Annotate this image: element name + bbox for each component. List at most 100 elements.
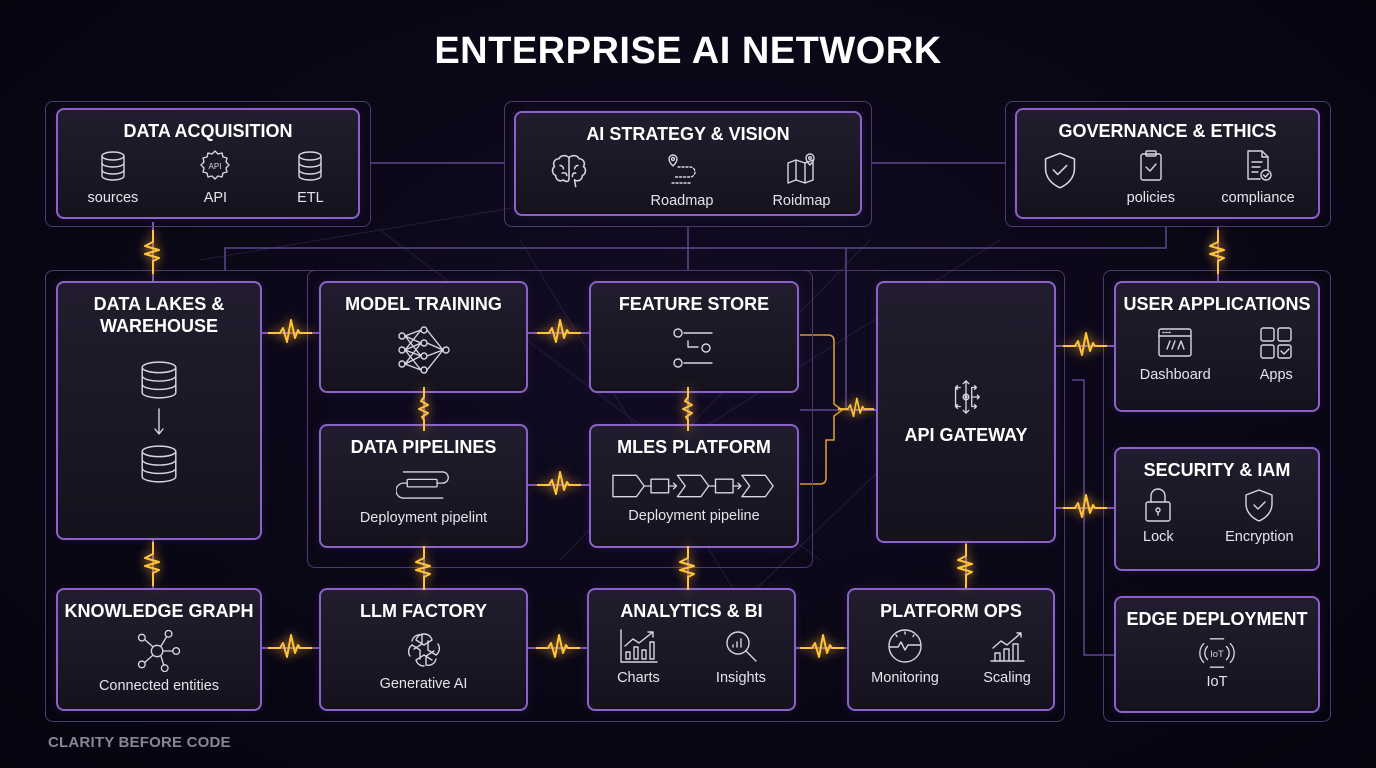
node-subtitle: Deployment pipelint: [359, 510, 488, 526]
item-policies[interactable]: policies: [1127, 148, 1175, 206]
node-edge-deployment[interactable]: EDGE DEPLOYMENT IoT IoT: [1114, 596, 1320, 713]
node-title: FEATURE STORE: [618, 294, 770, 314]
item-api[interactable]: API API: [197, 148, 233, 206]
node-governance[interactable]: GOVERNANCE & ETHICS policies compliance: [1015, 108, 1320, 219]
node-title: SECURITY & IAM: [1143, 460, 1291, 480]
group-ai-strategy: [504, 101, 872, 227]
item-shield[interactable]: [1040, 148, 1080, 206]
node-model-training[interactable]: MODEL TRAINING: [319, 281, 528, 393]
database-icon: [298, 151, 323, 181]
node-data-pipelines[interactable]: DATA PIPELINES Deployment pipelint: [319, 424, 528, 548]
feature-toggles-icon: [673, 328, 713, 368]
item-label: Apps: [1259, 367, 1293, 383]
node-title: DATA PIPELINES: [350, 437, 497, 457]
node-title: EDGE DEPLOYMENT: [1126, 609, 1308, 629]
node-title: ANALYTICS & BI: [620, 601, 763, 621]
node-subtitle: Connected entities: [98, 678, 220, 694]
wire-right-bus: [1072, 379, 1114, 656]
node-subtitle: Generative AI: [379, 676, 468, 692]
database-icon: [141, 445, 177, 483]
iot-signal-icon: IoT: [1199, 638, 1235, 668]
apps-grid-icon: [1260, 327, 1292, 359]
lock-icon: [1145, 488, 1172, 522]
group-ml-core: [307, 270, 813, 568]
item-label: Roidmap: [772, 193, 831, 209]
node-llm-factory[interactable]: LLM FACTORY Generative AI: [319, 588, 528, 711]
item-roidmap[interactable]: Roidmap: [772, 151, 830, 209]
ai-knot-icon: [407, 633, 440, 667]
item-dashboard[interactable]: Dashboard: [1140, 325, 1211, 383]
node-platform-ops[interactable]: PLATFORM OPS Monitoring Scaling: [847, 588, 1055, 711]
node-title-line2: WAREHOUSE: [99, 316, 218, 336]
pulse-kg-llm: [268, 633, 312, 663]
item-label: Scaling: [983, 670, 1031, 686]
node-title: LLM FACTORY: [360, 601, 487, 621]
group-governance: [1005, 101, 1331, 227]
bar-chart-trend-icon: [620, 629, 659, 663]
item-label: Lock: [1143, 529, 1174, 545]
node-knowledge-graph[interactable]: KNOWLEDGE GRAPH Connected entities: [56, 588, 262, 711]
item-label: Monitoring: [871, 670, 939, 686]
gateway-routing-icon: [954, 380, 980, 414]
item-label: Dashboard: [1139, 367, 1211, 383]
pulse-training-pipelines: [409, 387, 439, 431]
item-label: Insights: [715, 670, 766, 686]
item-monitoring[interactable]: Monitoring: [871, 628, 939, 686]
node-api-gateway[interactable]: API GATEWAY: [876, 281, 1056, 543]
diagram-title: ENTERPRISE AI NETWORK: [434, 30, 942, 72]
shield-check-icon: [1044, 152, 1076, 189]
node-analytics-bi[interactable]: ANALYTICS & BI Charts Insights: [587, 588, 796, 711]
pulse-analytics-ops: [800, 633, 844, 663]
item-label: Encryption: [1225, 529, 1294, 545]
pulse-training-feature: [537, 318, 581, 348]
node-title: MODEL TRAINING: [345, 294, 502, 314]
pulse-feature-mles: [673, 387, 703, 431]
item-brain[interactable]: [546, 151, 592, 209]
item-label: Charts: [617, 670, 660, 686]
pulse-pipelines-llm: [409, 546, 439, 590]
node-title: KNOWLEDGE GRAPH: [64, 601, 254, 621]
api-gear-icon: API: [200, 150, 231, 180]
node-title: MLES PLATFORM: [617, 437, 771, 457]
item-label: policies: [1126, 190, 1175, 206]
pulse-gateway-security: [1063, 493, 1107, 523]
scaling-chart-icon: [990, 632, 1025, 662]
item-label: ETL: [297, 190, 324, 206]
iot-icon-text: IoT: [1210, 649, 1224, 660]
pipeline-icon: [395, 471, 449, 499]
node-title: AI STRATEGY & VISION: [586, 124, 790, 144]
node-title: PLATFORM OPS: [880, 601, 1022, 621]
document-check-icon: [1247, 150, 1272, 181]
item-roadmap[interactable]: Roadmap: [651, 151, 713, 209]
node-data-lakes[interactable]: DATA LAKES & WAREHOUSE: [56, 281, 262, 540]
item-encryption[interactable]: Encryption: [1225, 487, 1294, 545]
pulse-lakes-kg: [138, 542, 168, 586]
graph-nodes-icon: [137, 630, 181, 672]
wire-top-bus: [224, 227, 1167, 270]
node-mles-platform[interactable]: MLES PLATFORM Deployment pipeline: [589, 424, 799, 548]
gauge-pulse-icon: [888, 629, 922, 663]
item-apps[interactable]: Apps: [1258, 325, 1294, 383]
node-subtitle: IoT: [1206, 674, 1228, 690]
dashboard-window-icon: [1158, 328, 1192, 357]
node-title: GOVERNANCE & ETHICS: [1058, 121, 1277, 141]
node-subtitle: Deployment pipeline: [628, 508, 760, 524]
database-icon: [141, 361, 177, 399]
node-data-acquisition[interactable]: DATA ACQUISITION sources API API ETL: [56, 108, 360, 219]
node-ai-strategy[interactable]: AI STRATEGY & VISION Roadmap Roidmap: [514, 111, 862, 216]
node-security-iam[interactable]: SECURITY & IAM Lock Encryption: [1114, 447, 1320, 571]
brain-icon: [551, 154, 586, 188]
node-feature-store[interactable]: FEATURE STORE: [589, 281, 799, 393]
pipeline-stages-icon: [612, 474, 774, 498]
item-lock[interactable]: Lock: [1140, 487, 1176, 545]
item-insights[interactable]: Insights: [716, 628, 766, 686]
item-charts[interactable]: Charts: [617, 628, 660, 686]
pulse-pipelines-mles: [537, 470, 581, 500]
item-scaling[interactable]: Scaling: [983, 628, 1031, 686]
node-user-applications[interactable]: USER APPLICATIONS Dashboard Apps: [1114, 281, 1320, 412]
item-sources[interactable]: sources: [88, 148, 138, 206]
pulse-bracket-gateway: [838, 396, 874, 422]
arrow-down-icon: [154, 408, 164, 435]
item-compliance[interactable]: compliance: [1221, 148, 1295, 206]
item-etl[interactable]: ETL: [292, 148, 328, 206]
